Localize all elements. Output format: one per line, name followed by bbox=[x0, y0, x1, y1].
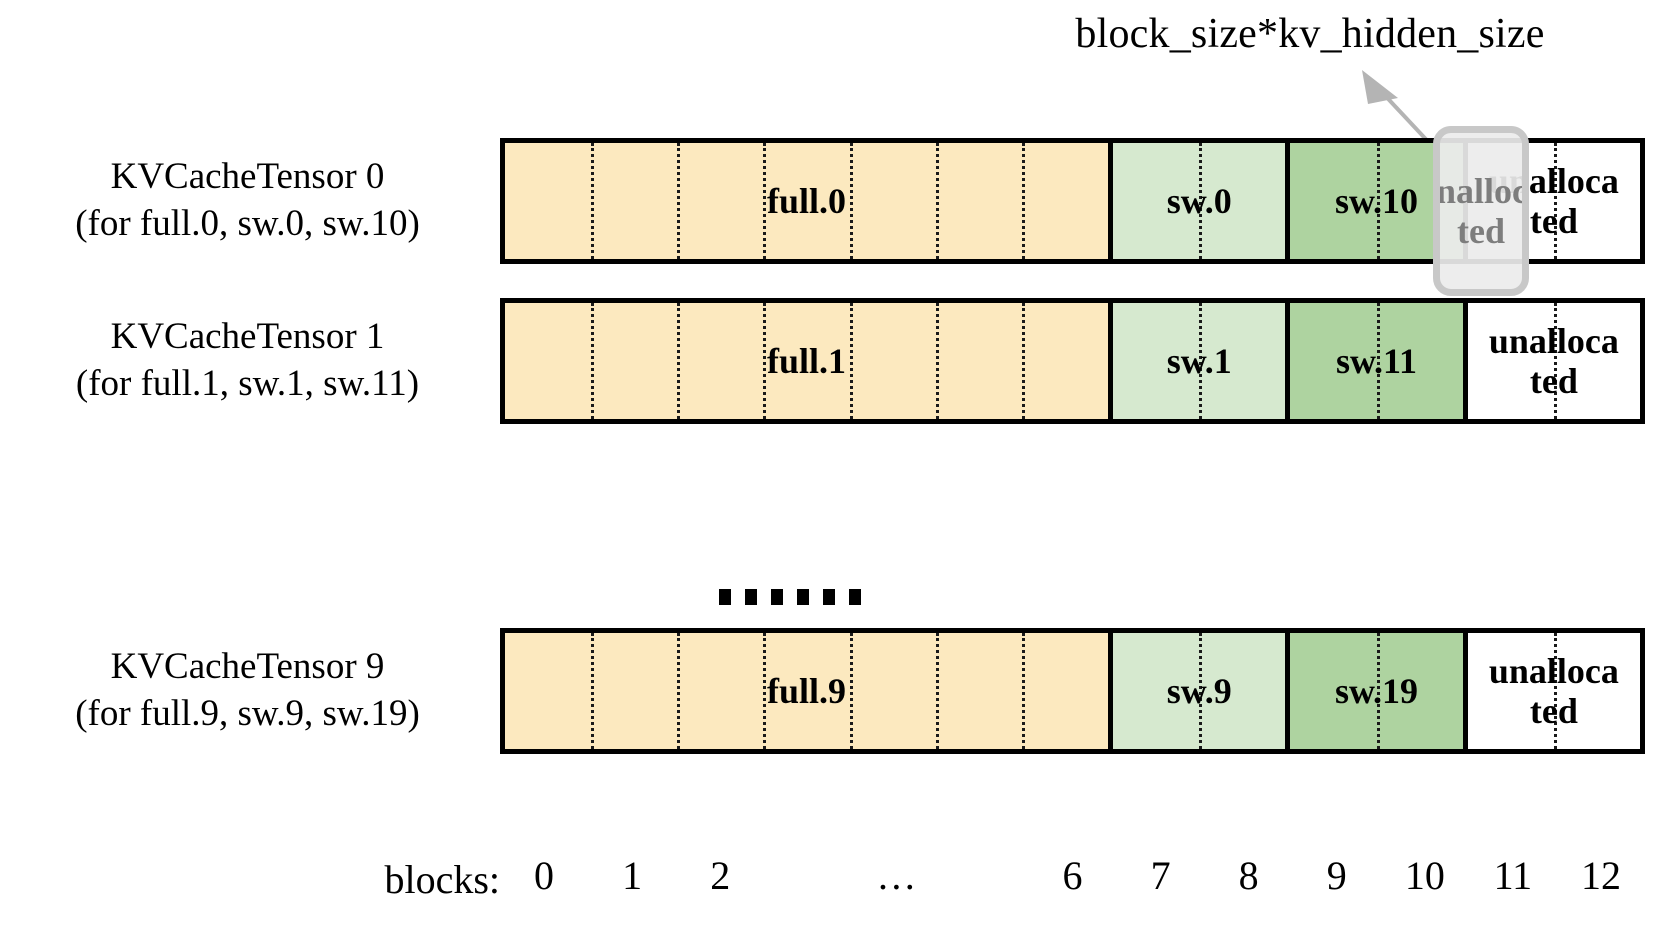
block-divider bbox=[763, 143, 767, 259]
block-divider bbox=[763, 633, 767, 749]
blocks-axis-tick: 8 bbox=[1238, 853, 1259, 898]
tensor-row-label: KVCacheTensor 0 (for full.0, sw.0, sw.10) bbox=[20, 130, 475, 270]
tensor-segment-sw-dark[interactable]: sw.11 bbox=[1285, 303, 1463, 419]
ellipsis-dot bbox=[823, 589, 835, 605]
block-divider bbox=[591, 303, 595, 419]
blocks-axis-tick: 11 bbox=[1493, 853, 1533, 898]
block-divider bbox=[677, 633, 681, 749]
blocks-axis-title: blocks: bbox=[384, 857, 500, 902]
block-divider bbox=[849, 303, 853, 419]
tensor-row-label: KVCacheTensor 1 (for full.1, sw.1, sw.11) bbox=[20, 290, 475, 430]
blocks-axis-tick: 7 bbox=[1150, 853, 1171, 898]
block-divider bbox=[763, 303, 767, 419]
tensor-segment-label: sw.11 bbox=[1336, 340, 1418, 381]
blocks-axis-tick: 2 bbox=[710, 853, 731, 898]
tensor-segment-label: full.1 bbox=[767, 340, 847, 381]
tensor-row: KVCacheTensor 0 (for full.0, sw.0, sw.10)… bbox=[0, 130, 1676, 270]
tensor-row-label-line1: KVCacheTensor 0 bbox=[110, 155, 385, 197]
blocks-axis-tick: 12 bbox=[1580, 853, 1621, 898]
tensor-row: KVCacheTensor 1 (for full.1, sw.1, sw.11)… bbox=[0, 290, 1676, 430]
blocks-axis-tick: 6 bbox=[1062, 853, 1083, 898]
block-divider bbox=[935, 633, 939, 749]
blocks-axis-tick: 0 bbox=[534, 853, 555, 898]
tensor-segment-label: full.0 bbox=[767, 180, 847, 221]
tensor-segment-label: full.9 bbox=[767, 670, 847, 711]
tensor-row-label-line2: (for full.1, sw.1, sw.11) bbox=[75, 363, 420, 404]
tensor-segment-sw-light[interactable]: sw.9 bbox=[1108, 633, 1286, 749]
tensor-row-label: KVCacheTensor 9 (for full.9, sw.9, sw.19) bbox=[20, 620, 475, 760]
highlight-box-block-11[interactable]: unalloca ted bbox=[1433, 126, 1529, 296]
tensor-segment-sw-light[interactable]: sw.0 bbox=[1108, 143, 1286, 259]
tensor-row: KVCacheTensor 9 (for full.9, sw.9, sw.19)… bbox=[0, 620, 1676, 760]
tensor-segment-full[interactable]: full.0 bbox=[505, 143, 1109, 259]
block-divider bbox=[591, 633, 595, 749]
highlight-box-label: unalloca ted bbox=[1436, 170, 1529, 251]
ellipsis-dot bbox=[849, 589, 861, 605]
tensor-segment-label: sw.1 bbox=[1166, 340, 1232, 381]
block-divider bbox=[591, 143, 595, 259]
ellipsis-dot bbox=[745, 589, 757, 605]
block-divider bbox=[1021, 303, 1025, 419]
annotation-label: block_size*kv_hidden_size bbox=[1075, 11, 1545, 57]
ellipsis-dot bbox=[771, 589, 783, 605]
ellipsis-dot bbox=[797, 589, 809, 605]
block-divider bbox=[849, 633, 853, 749]
tensor-segment-full[interactable]: full.1 bbox=[505, 303, 1109, 419]
block-divider bbox=[849, 143, 853, 259]
block-divider bbox=[935, 143, 939, 259]
blocks-axis-tick: 1 bbox=[622, 853, 643, 898]
tensor-segment-sw-light[interactable]: sw.1 bbox=[1108, 303, 1286, 419]
tensor-row-label-line2: (for full.9, sw.9, sw.19) bbox=[75, 693, 420, 734]
tensor-segment-label: sw.10 bbox=[1335, 180, 1419, 221]
tensor-row-label-line1: KVCacheTensor 1 bbox=[110, 315, 385, 357]
block-divider bbox=[1021, 633, 1025, 749]
rows-ellipsis bbox=[680, 572, 900, 622]
tensor-segment-label: sw.9 bbox=[1166, 670, 1232, 711]
tensor-segment-full[interactable]: full.9 bbox=[505, 633, 1109, 749]
block-divider bbox=[677, 143, 681, 259]
blocks-axis-tick: 10 bbox=[1404, 853, 1445, 898]
tensor-row-label-line2: (for full.0, sw.0, sw.10) bbox=[75, 203, 420, 244]
tensor-segment-label: sw.19 bbox=[1335, 670, 1419, 711]
blocks-axis-tick: … bbox=[876, 853, 917, 898]
block-divider bbox=[677, 303, 681, 419]
tensor-segment-label: sw.0 bbox=[1166, 180, 1232, 221]
block-divider bbox=[1021, 143, 1025, 259]
ellipsis-dot bbox=[719, 589, 731, 605]
tensor-segment-sw-dark[interactable]: sw.19 bbox=[1285, 633, 1463, 749]
block-divider bbox=[935, 303, 939, 419]
blocks-axis-tick: 9 bbox=[1326, 853, 1347, 898]
tensor-row-label-line1: KVCacheTensor 9 bbox=[110, 645, 385, 687]
